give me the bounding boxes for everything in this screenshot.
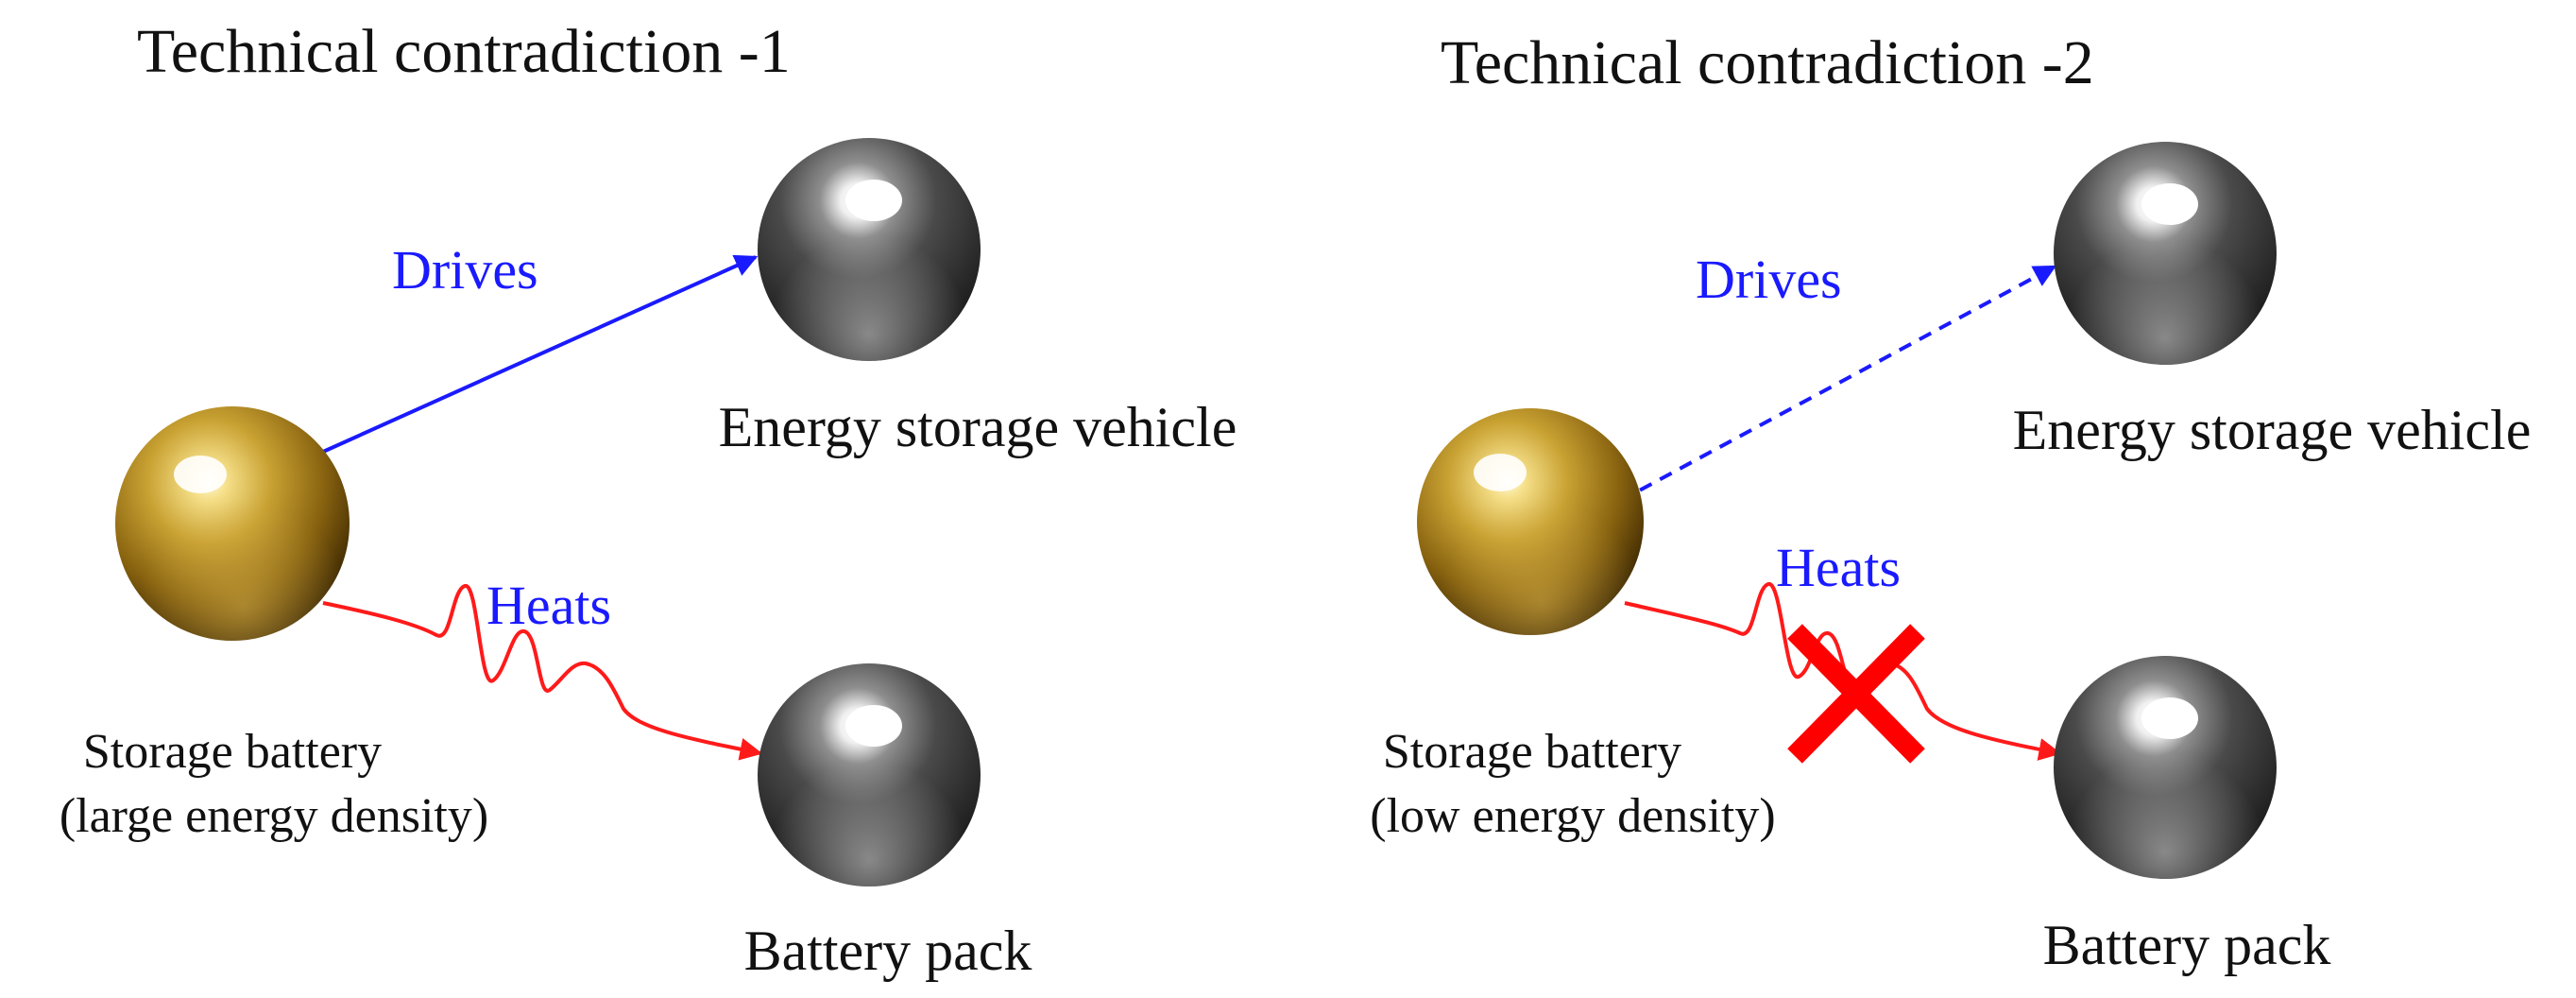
panel-2-source-label-line2: (low energy density) xyxy=(1370,789,1775,843)
panel-1-heats-label: Heats xyxy=(486,575,611,636)
panel-2-source-sphere xyxy=(1417,408,1644,635)
panel-1-target-top-label: Energy storage vehicle xyxy=(719,396,1237,458)
panel-1-target-bottom-label: Battery pack xyxy=(744,920,1032,982)
panel-2-target-bottom-label: Battery pack xyxy=(2043,914,2331,976)
panel-1-source-label-line1: Storage battery xyxy=(83,725,382,779)
panel-1-drives-arrow xyxy=(322,254,759,454)
panel-1: Technical contradiction -1 Drives Heats … xyxy=(60,17,1237,982)
panel-2-target-top-sphere xyxy=(2054,142,2277,365)
panel-2: Technical contradiction -2 Drives Heats … xyxy=(1370,28,2531,976)
panel-2-heats-label: Heats xyxy=(1776,537,1901,598)
panel-2-heats-arrow xyxy=(1624,582,2062,761)
panel-1-target-bottom-sphere xyxy=(758,663,981,886)
panel-1-source-label-line2: (large energy density) xyxy=(60,789,488,843)
panel-1-drives-label: Drives xyxy=(392,239,538,301)
panel-2-cross-mark xyxy=(1787,624,1925,764)
panel-1-target-top-sphere xyxy=(758,138,981,361)
panel-1-heats-arrow xyxy=(322,584,763,761)
panel-1-title: Technical contradiction -1 xyxy=(137,17,791,86)
panel-2-title: Technical contradiction -2 xyxy=(1441,28,2094,97)
panel-2-drives-label: Drives xyxy=(1696,249,1842,310)
panel-1-source-sphere xyxy=(115,406,350,641)
panel-2-target-bottom-sphere xyxy=(2054,656,2277,879)
panel-2-drives-arrow xyxy=(1619,265,2057,503)
panel-2-target-top-label: Energy storage vehicle xyxy=(2013,399,2532,461)
panel-2-source-label-line1: Storage battery xyxy=(1383,725,1681,779)
